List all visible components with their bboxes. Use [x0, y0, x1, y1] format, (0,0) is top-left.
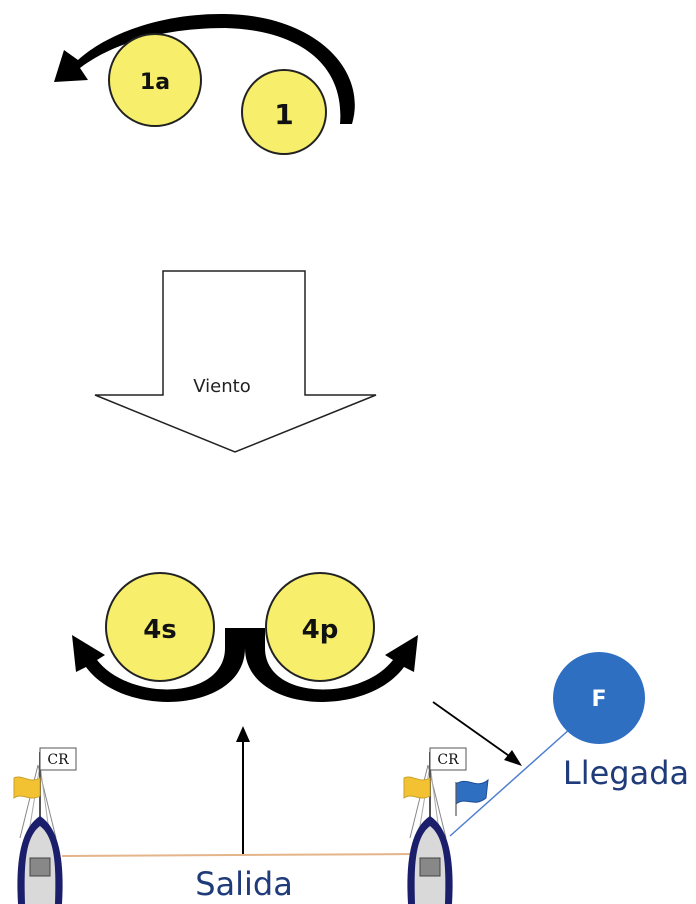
mark-4s-label: 4s [143, 615, 177, 645]
blue-flag-right [455, 778, 489, 806]
cr-flag-right: CR [429, 747, 467, 771]
finish-mark-label: F [591, 687, 606, 712]
wind-label: Viento [193, 376, 250, 397]
mark-1: 1 [241, 69, 327, 155]
mark-4p-label: 4p [302, 615, 339, 645]
mark-4p: 4p [265, 572, 375, 682]
cr-flag-right-label: CR [437, 752, 459, 768]
committee-boat-right: CR [403, 747, 489, 904]
cr-flag-left-label: CR [47, 752, 69, 768]
mark-1a: 1a [108, 33, 202, 127]
finish-line [449, 719, 581, 837]
gate-rounding-arrows [72, 628, 418, 702]
yellow-flag-left [13, 776, 41, 799]
finish-approach-arrow [432, 701, 522, 766]
start-line [61, 853, 421, 857]
mark-4s: 4s [105, 572, 215, 682]
start-label: Salida [195, 865, 293, 903]
upwind-arrow [236, 726, 250, 855]
finish-label: Llegada [563, 754, 689, 792]
mark-1-label: 1 [274, 98, 293, 131]
yellow-flag-right [403, 776, 431, 799]
cr-flag-left: CR [39, 747, 77, 771]
mark-1a-label: 1a [140, 70, 170, 95]
wind-arrow: Viento [94, 270, 377, 453]
committee-boat-left: CR [13, 747, 77, 904]
finish-mark: F [553, 652, 645, 744]
